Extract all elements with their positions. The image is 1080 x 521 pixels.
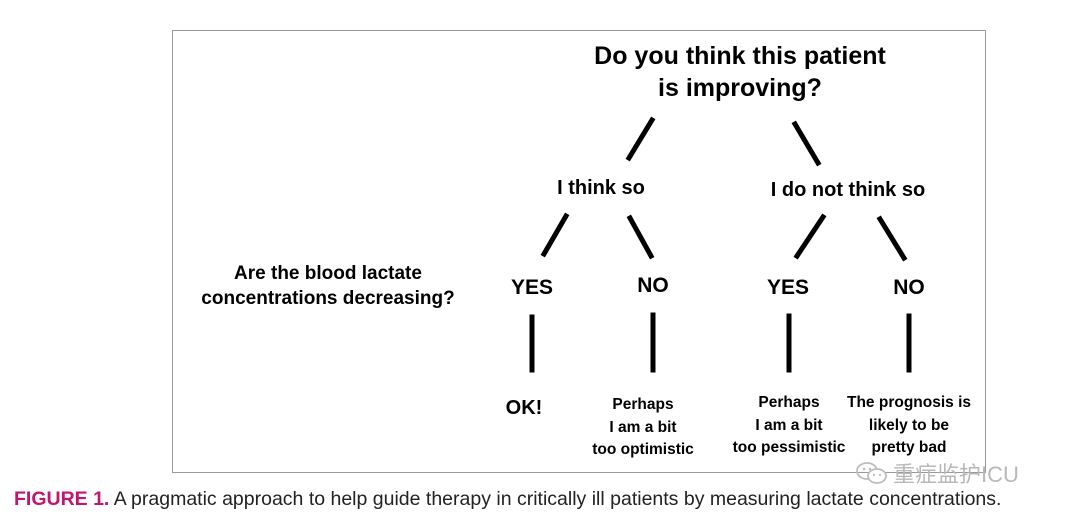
arrow-notthink-no <box>876 215 908 262</box>
arrow-notthink-yes <box>793 213 827 260</box>
answer-yes-left: YES <box>510 276 554 299</box>
outcome-too-optimistic: Perhaps I am a bit too optimistic <box>592 396 694 458</box>
outcome-bad-prognosis: The prognosis is likely to be pretty bad <box>846 394 972 456</box>
main-question: Do you think this patient is improving? <box>594 42 886 102</box>
figure-label: FIGURE 1. <box>14 488 110 510</box>
answer-yes-right: YES <box>766 276 810 299</box>
figure-caption: FIGURE 1. A pragmatic approach to help g… <box>14 488 1001 511</box>
answer-no-right: NO <box>893 276 925 299</box>
arrow-top-left <box>625 116 656 162</box>
arrow-think-no <box>626 214 655 260</box>
figure-frame <box>172 30 986 473</box>
outcome-ok: OK! <box>505 397 543 419</box>
arrow-think-yes <box>540 212 570 258</box>
branch-label-think-so: I think so <box>557 177 645 199</box>
arrow-top-right <box>791 120 822 167</box>
watermark-text: 重症监护ICU <box>893 462 1019 487</box>
watermark: 重症监护ICU <box>855 459 1019 487</box>
wechat-icon <box>856 462 887 484</box>
answer-no-left: NO <box>637 274 669 297</box>
outcome-too-pessimistic: Perhaps I am a bit too pessimistic <box>732 394 846 456</box>
caption-text: A pragmatic approach to help guide thera… <box>109 488 1002 510</box>
branch-label-do-not-think-so: I do not think so <box>770 179 926 201</box>
lactate-question: Are the blood lactate concentrations dec… <box>201 263 455 309</box>
